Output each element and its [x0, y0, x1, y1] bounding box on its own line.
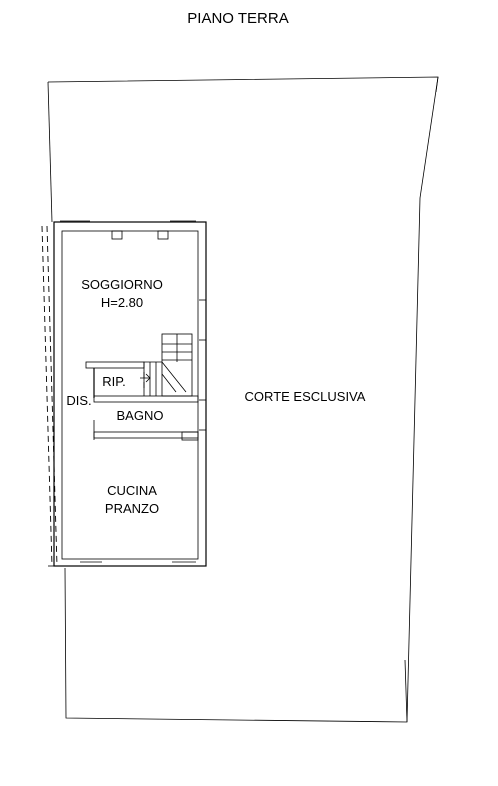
room-height-label: H=2.80: [101, 295, 143, 310]
courtyard-right-tick: [435, 76, 439, 93]
room-label-rip: RIP.: [102, 374, 126, 389]
room-label-bagno: BAGNO: [117, 408, 164, 423]
room-label-dis: DIS.: [66, 393, 91, 408]
room-label-cucina: CUCINA: [107, 483, 157, 498]
room-label-pranzo: PRANZO: [105, 501, 159, 516]
plan-title: PIANO TERRA: [187, 10, 288, 27]
staircase: [140, 333, 193, 397]
room-label-soggiorno: SOGGIORNO: [81, 277, 163, 292]
building-walls: [41, 220, 207, 567]
courtyard-right-tick-2: [404, 659, 408, 723]
courtyard-boundary: [47, 76, 439, 723]
courtyard-label: CORTE ESCLUSIVA: [245, 389, 366, 404]
courtyard-left-edge: [47, 81, 53, 223]
